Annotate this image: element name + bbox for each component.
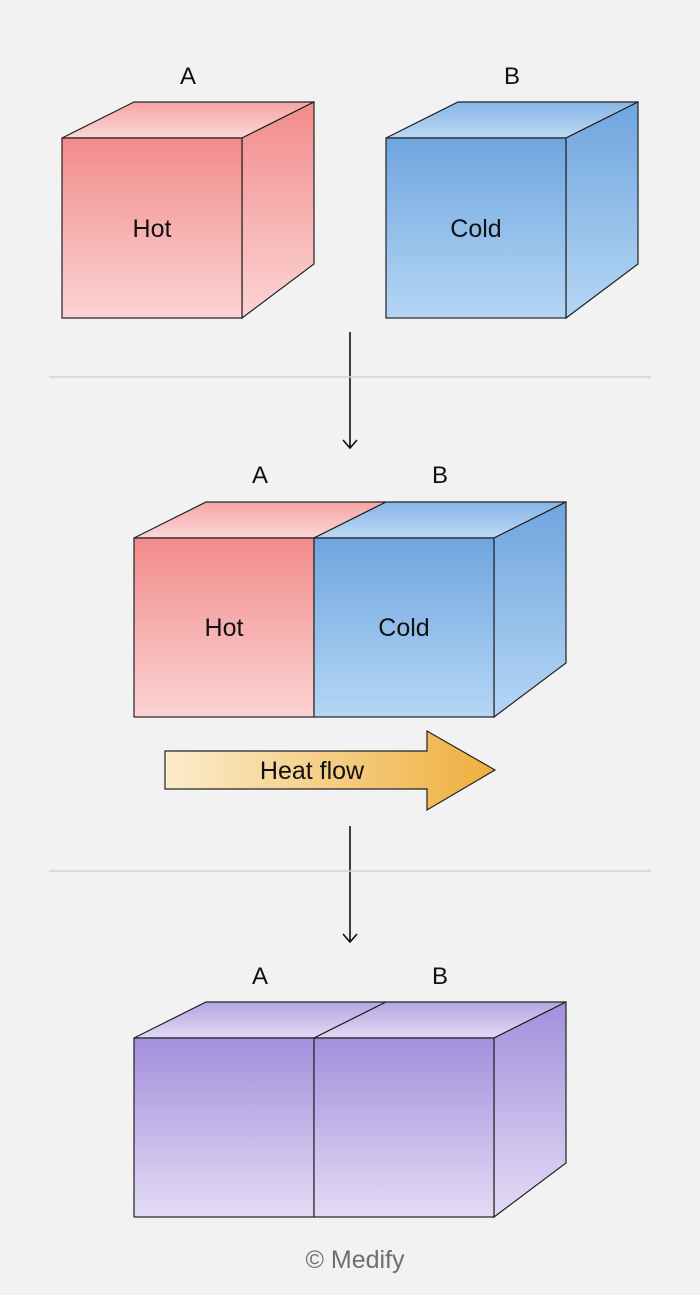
stage1-block-b-side	[565, 101, 639, 320]
stage3-block-b-side	[493, 1001, 567, 1219]
stage2-block-a-letter: A	[252, 462, 268, 489]
heat-flow-label: Heat flow	[260, 757, 365, 785]
stage2-block-b-front	[313, 537, 495, 718]
credit-text: © Medify	[306, 1246, 405, 1274]
stage1-block-a-letter: A	[180, 63, 196, 90]
stage1-block-b: Cold B	[385, 63, 639, 320]
stage2-block-b-letter: B	[432, 462, 448, 489]
stage2-block-a-label: Hot	[205, 614, 244, 642]
heat-flow-arrow-shape	[164, 729, 497, 812]
stage1-block-a-side	[241, 101, 315, 320]
down-arrow-1	[342, 332, 358, 450]
stage1-block-a-label: Hot	[133, 215, 172, 243]
stage3-block-b-front	[313, 1037, 495, 1218]
stage2-block-a-front	[133, 537, 315, 718]
stage1-group: Hot A Cold B	[61, 63, 639, 320]
stage2-group: Hot Cold A B Heat flow	[133, 462, 567, 812]
stage1-block-a-front	[61, 137, 243, 319]
stage1-block-b-label: Cold	[450, 215, 501, 243]
stage3-group: A B	[133, 963, 567, 1219]
heat-flow-arrow: Heat flow	[164, 729, 497, 812]
stage3-block-a-front	[133, 1037, 315, 1218]
stage2-block-b-side	[493, 501, 567, 719]
stage1-block-a: Hot A	[61, 63, 315, 320]
stage1-block-b-letter: B	[504, 63, 520, 90]
stage1-block-b-front	[385, 137, 567, 319]
stage2-block-b-label: Cold	[378, 614, 429, 642]
stage3-block-a-letter: A	[252, 963, 268, 990]
stage3-block-b-letter: B	[432, 963, 448, 990]
down-arrow-2	[342, 826, 358, 944]
